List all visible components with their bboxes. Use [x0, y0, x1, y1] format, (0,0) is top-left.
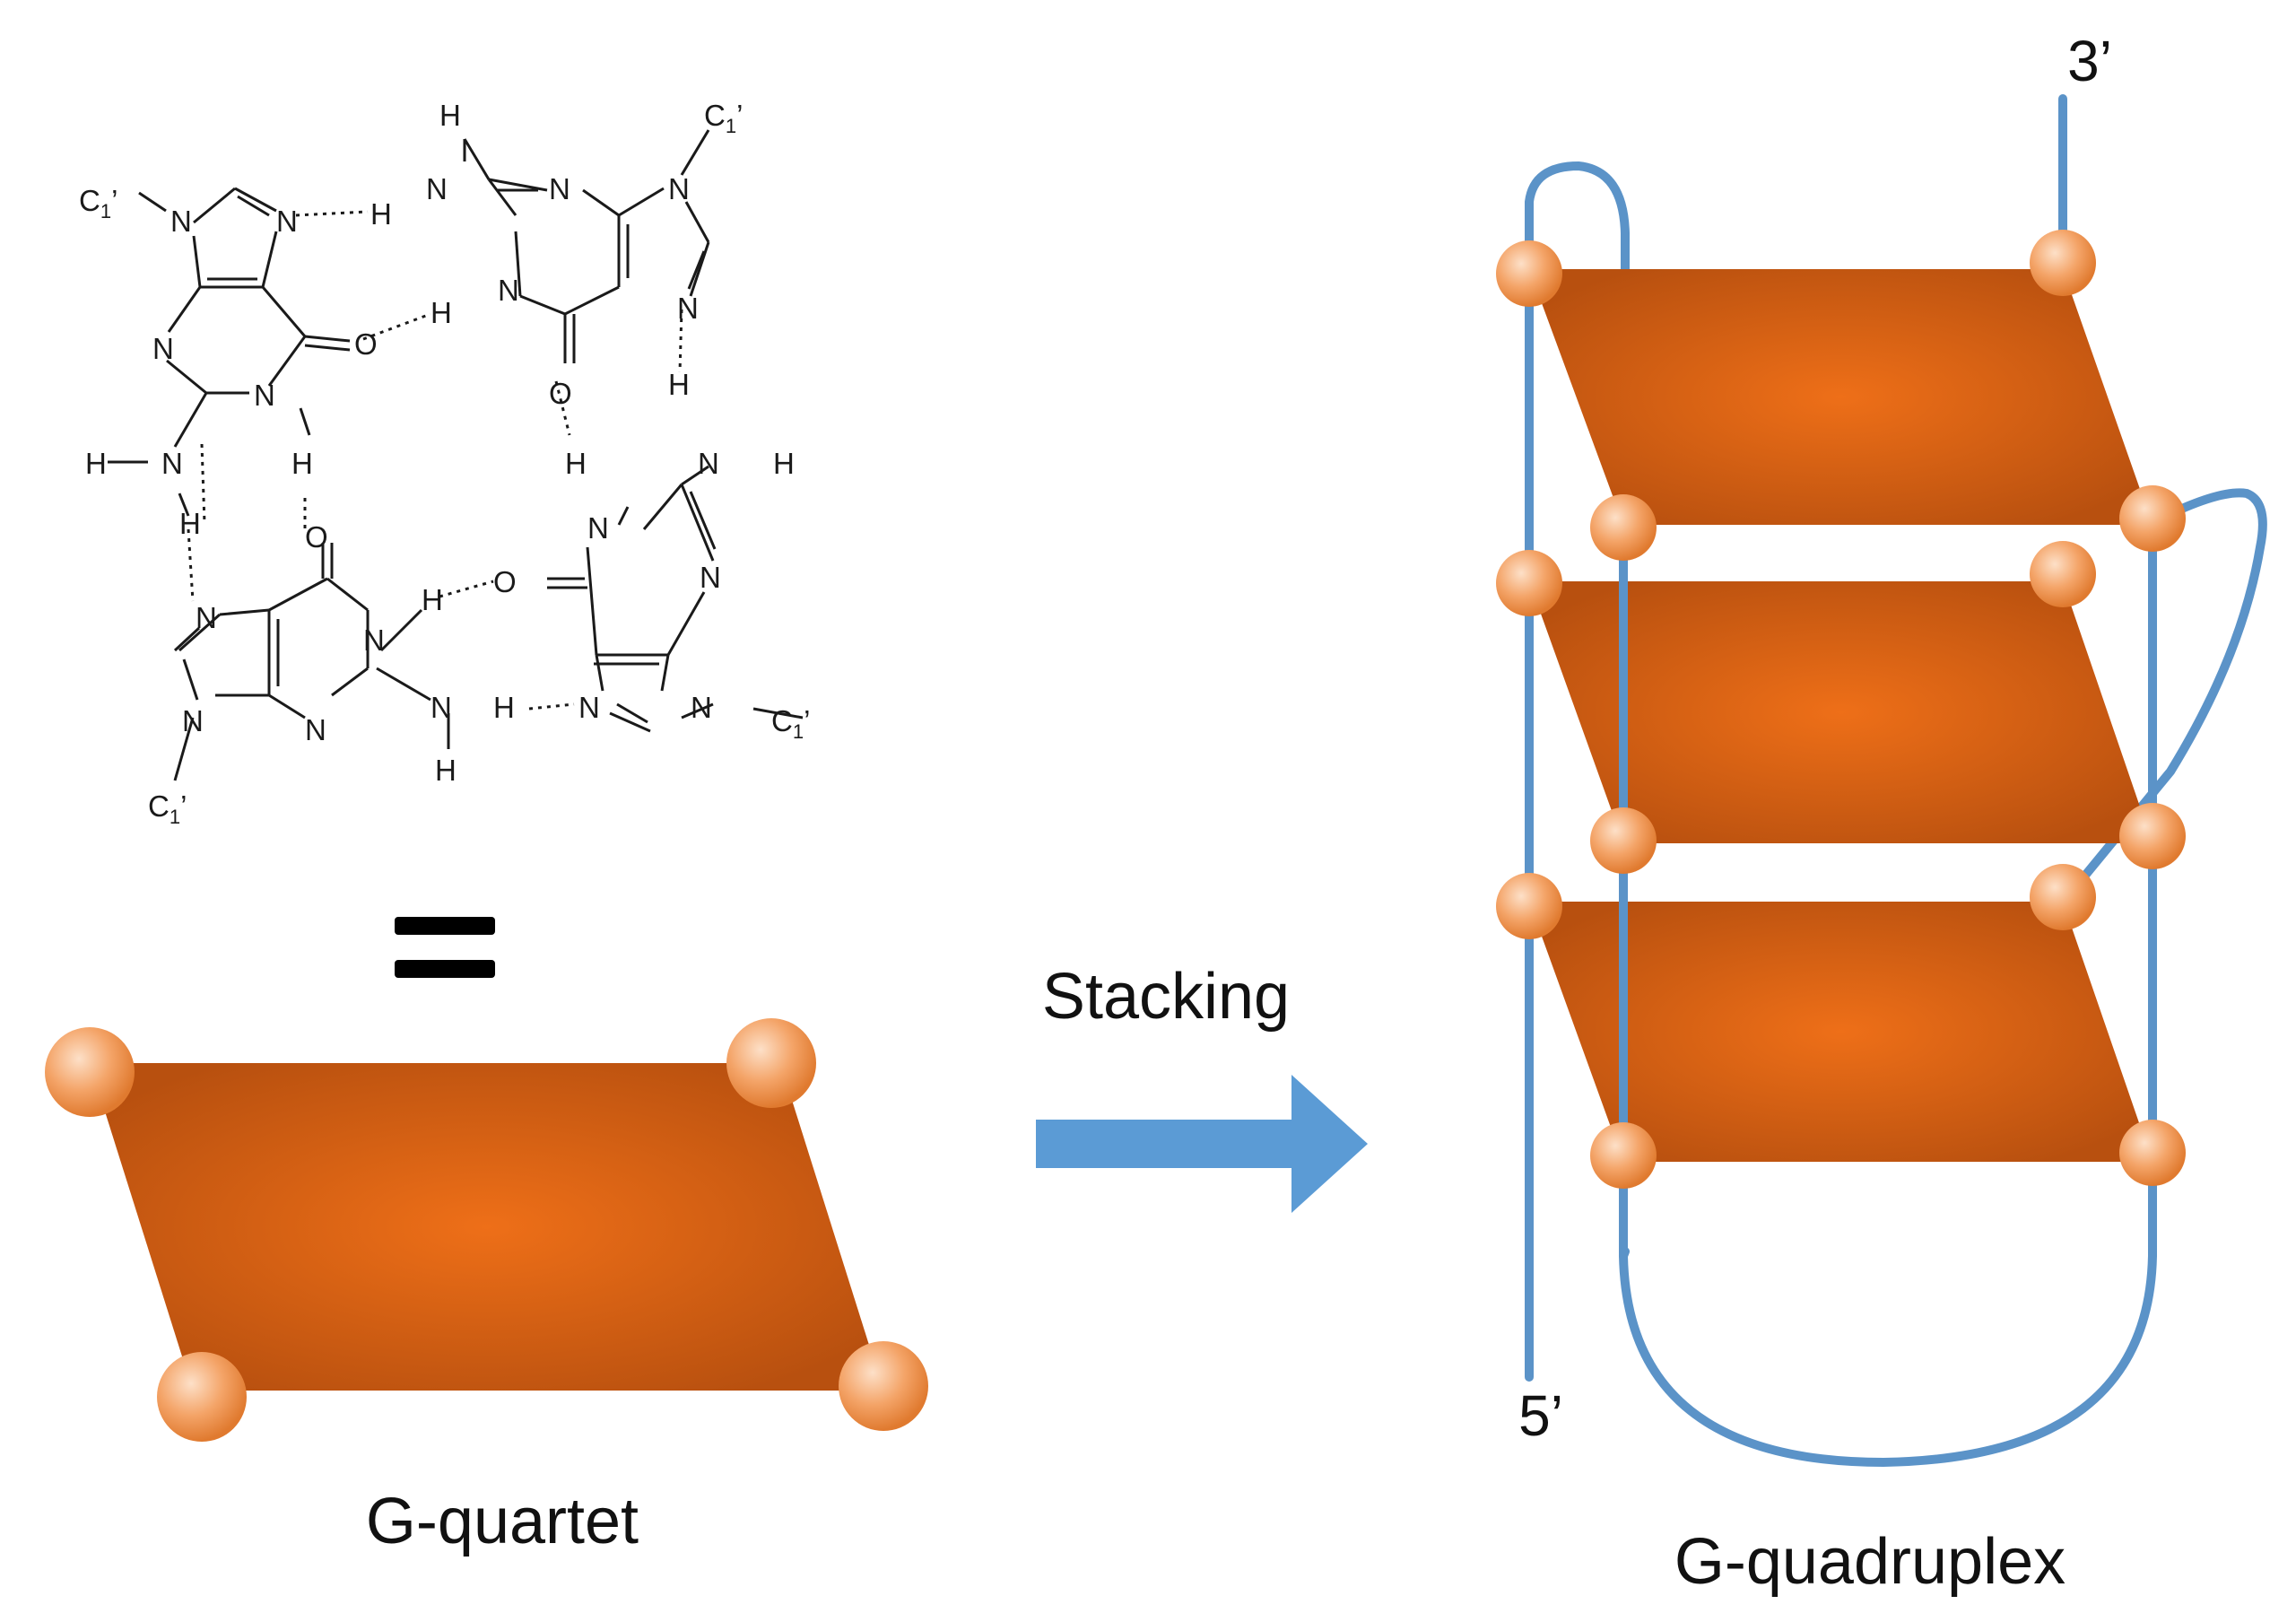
stacking-label: Stacking: [1042, 961, 1290, 1033]
guanine-bead: [1496, 550, 1562, 616]
guanine-bead: [1590, 1122, 1657, 1189]
guanine-bead: [726, 1018, 816, 1108]
guanine-bead: [2119, 485, 2186, 552]
c1-prime-label: C1’: [148, 789, 187, 828]
atom-h: H: [435, 754, 457, 787]
equals-sign: [395, 917, 495, 978]
stacking-arrow: [1036, 1075, 1368, 1213]
hydrogen-bonds: [187, 210, 683, 711]
guanine-bead: [2030, 230, 2096, 296]
atom-n: N: [305, 713, 326, 746]
guanine-bottom-right: [547, 465, 804, 733]
atom-n: N: [170, 205, 192, 238]
atom-n: N: [426, 172, 448, 205]
atom-o: O: [354, 327, 378, 361]
guanine-bead: [2030, 864, 2096, 930]
atom-h: H: [565, 447, 587, 480]
atom-h: H: [422, 583, 443, 616]
atom-h: H: [179, 507, 201, 540]
guanine-bead: [1496, 873, 1562, 939]
atom-n: N: [161, 447, 183, 480]
guanine-bead: [2030, 541, 2096, 607]
atom-n: N: [152, 332, 174, 365]
atom-labels: H N H N N N N N H O N N N O H N H H H N …: [79, 99, 810, 828]
atom-n: N: [549, 172, 570, 205]
quartet-plate-2: [1529, 581, 2152, 843]
guanine-bead: [45, 1027, 135, 1117]
atom-n: N: [587, 511, 609, 545]
g-quartet-structure: [108, 129, 804, 781]
guanine-beads: [1496, 230, 2186, 1189]
atom-n: N: [700, 561, 721, 594]
atom-n: N: [677, 292, 699, 325]
guanine-bottom-left: [173, 543, 450, 781]
atom-o: O: [493, 565, 517, 598]
atom-n: N: [182, 704, 204, 737]
atom-n: N: [196, 601, 217, 634]
guanine-bead: [1496, 240, 1562, 307]
g-quadruplex-label: G-quadruplex: [1674, 1526, 2066, 1598]
atom-h: H: [439, 99, 461, 132]
atom-n: N: [363, 624, 385, 657]
g-quadruplex: 3’ 5’: [1496, 29, 2267, 1468]
three-prime-label: 3’: [2067, 29, 2112, 93]
quartet-plate-1: [1529, 269, 2152, 525]
guanine-bead: [1590, 494, 1657, 561]
atom-o: O: [549, 377, 572, 410]
guanine-top-left: [108, 187, 351, 517]
c1-prime-label: C1’: [79, 184, 117, 222]
atom-o: O: [305, 520, 328, 554]
guanine-bead: [157, 1352, 247, 1442]
atom-n: N: [698, 447, 719, 480]
guanine-bead: [2119, 1120, 2186, 1186]
atom-h: H: [85, 447, 107, 480]
atom-h: H: [493, 691, 515, 724]
g-quartet-plate: [45, 1018, 928, 1442]
quartet-plate-3: [1529, 902, 2152, 1162]
c1-prime-label: C1’: [704, 99, 743, 137]
guanine-bead: [2119, 803, 2186, 869]
atom-n: N: [691, 691, 712, 724]
guanine-bead: [1590, 807, 1657, 874]
atom-h: H: [430, 296, 452, 329]
guanine-top-right: [463, 129, 710, 363]
atom-h: H: [291, 447, 313, 480]
atom-n: N: [254, 379, 275, 412]
atom-n: N: [668, 172, 690, 205]
atom-n: N: [578, 691, 600, 724]
c1-prime-label: C1’: [771, 704, 810, 743]
five-prime-label: 5’: [1518, 1383, 1563, 1448]
atom-h: H: [668, 368, 690, 401]
atom-n: N: [498, 274, 519, 307]
atom-n: N: [430, 691, 452, 724]
atom-h: H: [773, 447, 795, 480]
guanine-bead: [839, 1341, 928, 1431]
dna-strand-front: [1619, 516, 2157, 1468]
atom-h: H: [370, 197, 392, 231]
atom-n: N: [276, 205, 298, 238]
g-quartet-label: G-quartet: [366, 1486, 639, 1557]
